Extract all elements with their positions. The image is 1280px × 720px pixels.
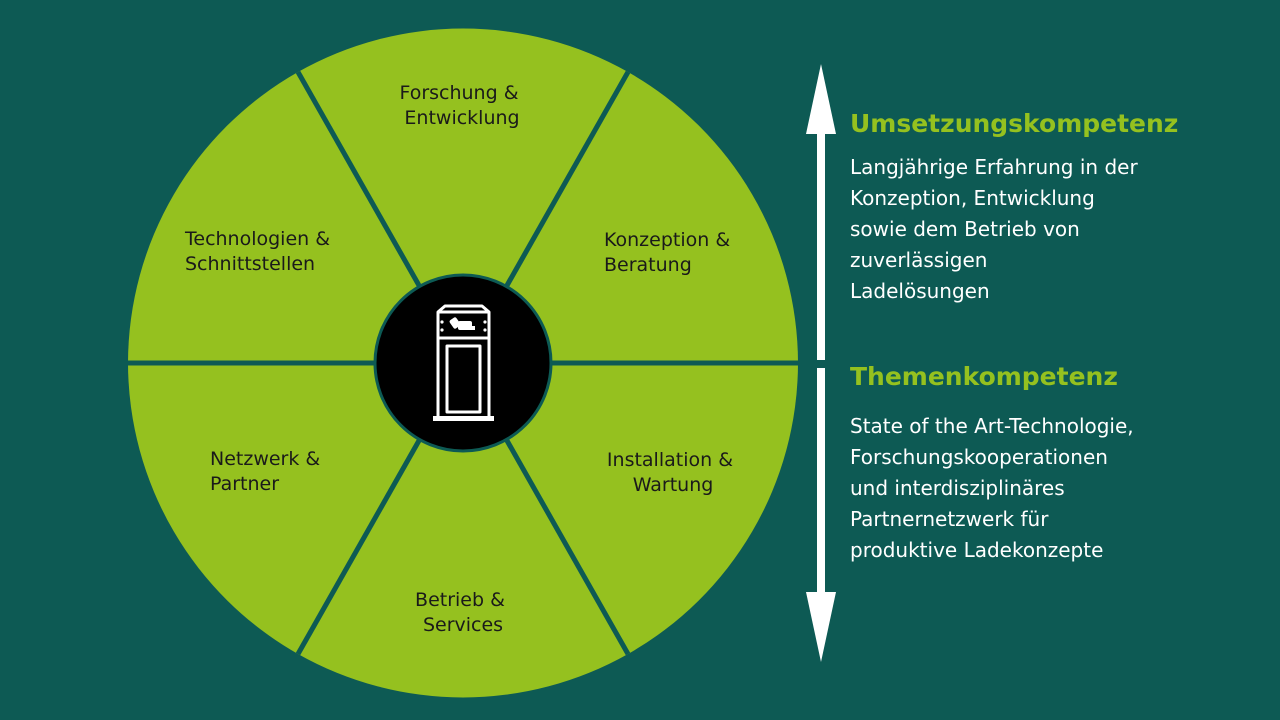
segment-label-installation: Installation & Wartung	[607, 449, 739, 496]
text-line: Partnernetzwerk für	[850, 507, 1049, 531]
segment-forschung	[298, 28, 628, 363]
text-line: und interdisziplinäres	[850, 476, 1065, 500]
charging-station-icon	[433, 304, 494, 421]
text-line: Konzeption, Entwicklung	[850, 186, 1095, 210]
text-themenkompetenz: State of the Art-Technologie, Forschungs…	[850, 411, 1134, 566]
segment-label-technologien: Technologien & Schnittstellen	[184, 228, 336, 275]
heading-themenkompetenz: Themenkompetenz	[850, 362, 1118, 391]
segment-netzwerk	[128, 363, 463, 654]
segment-installation	[463, 363, 798, 654]
text-line: Ladelösungen	[850, 279, 990, 303]
segment-label-netzwerk: Netzwerk & Partner	[210, 448, 326, 495]
text-line: Langjährige Erfahrung in der	[850, 155, 1138, 179]
double-arrow-vertical-icon	[806, 64, 836, 662]
segment-label-betrieb: Betrieb & Services	[415, 589, 511, 636]
segment-betrieb	[298, 363, 628, 698]
segment-label-forschung: Forschung & Entwicklung	[399, 82, 524, 129]
text-umsetzungskompetenz: Langjährige Erfahrung in der Konzeption,…	[850, 152, 1138, 307]
text-line: Forschungskooperationen	[850, 445, 1108, 469]
segment-label-konzeption: Konzeption & Beratung	[604, 229, 736, 276]
text-line: sowie dem Betrieb von	[850, 217, 1080, 241]
plug-icon	[449, 317, 475, 330]
text-line: zuverlässigen	[850, 248, 988, 272]
segment-technologien	[128, 72, 463, 363]
heading-umsetzungskompetenz: Umsetzungskompetenz	[850, 109, 1179, 138]
text-line: produktive Ladekonzepte	[850, 538, 1104, 562]
segment-konzeption	[463, 72, 798, 363]
text-line: State of the Art-Technologie,	[850, 414, 1134, 438]
